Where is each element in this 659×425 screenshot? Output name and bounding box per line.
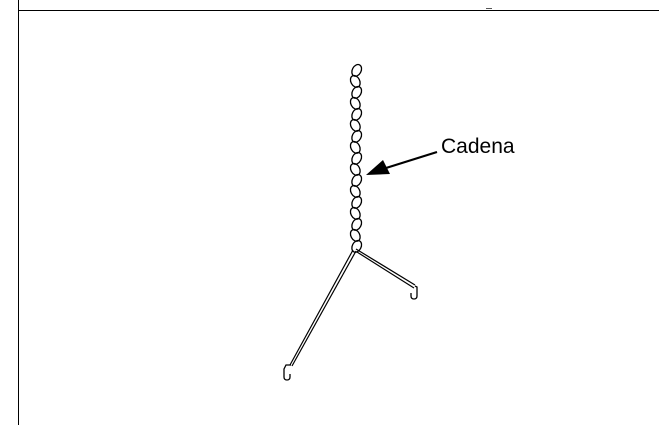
- chain: [349, 63, 363, 253]
- hook-left: [283, 364, 291, 381]
- chain-link: [351, 239, 363, 253]
- frame-left-border: [18, 0, 19, 425]
- frame-tick-mark: [486, 8, 492, 9]
- chain-label: Cadena: [441, 135, 515, 158]
- hanger-wires: [289, 248, 416, 367]
- hook-right: [410, 285, 418, 300]
- frame-top-border: [18, 10, 659, 11]
- pointer-arrow: [366, 150, 438, 175]
